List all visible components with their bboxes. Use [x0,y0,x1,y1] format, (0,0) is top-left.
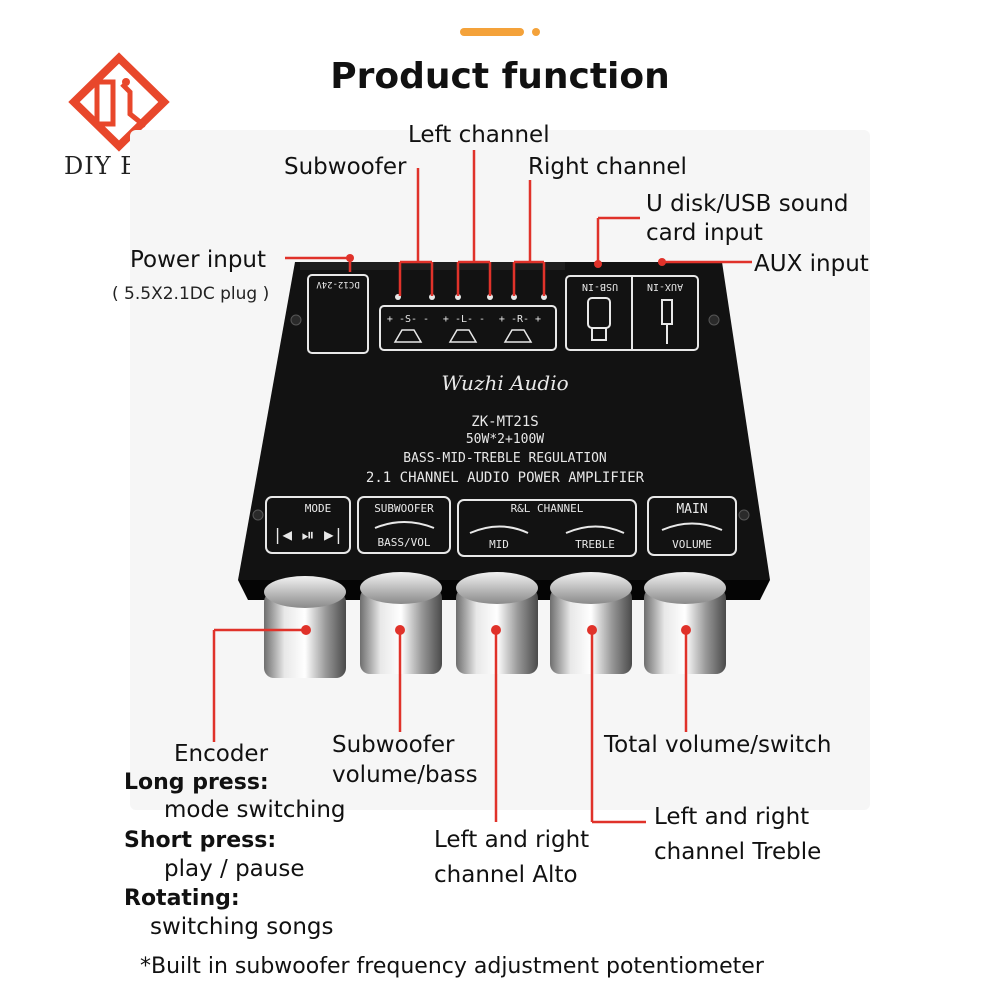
rotating-desc: switching songs [150,914,334,940]
label-left-channel: Left channel [408,122,550,148]
device-amp-desc: 2.1 CHANNEL AUDIO POWER AMPLIFIER [366,470,645,486]
label-subwoofer: Subwoofer [284,154,407,180]
label-alto-line2: channel Alto [434,862,578,888]
footnote: *Built in subwoofer frequency adjustment… [140,954,764,979]
device-power: 50W*2+100W [466,432,544,447]
device-model: ZK-MT21S [471,414,538,430]
label-usb-line2: card input [646,220,763,246]
main-label: MAIN [676,502,707,517]
mode-transport-icon: |◀ ⏯ ▶| [273,525,344,544]
label-encoder: Encoder [174,741,269,767]
page-title: Product function [330,56,670,97]
label-aux-input: AUX input [754,251,869,277]
label-power-input: Power input [130,247,267,273]
treble-label: TREBLE [575,538,615,551]
long-press-label: Long press: [124,770,269,795]
short-press-label: Short press: [124,828,277,853]
sub-terminal-label: + -S- - [387,314,429,325]
label-treble-line1: Left and right [654,804,810,830]
device-regulation: BASS-MID-TREBLE REGULATION [403,451,607,466]
subwoofer-panel-label: SUBWOOFER [374,502,434,515]
mid-label: MID [489,538,509,551]
header-decoration-bar [460,28,524,36]
header-decoration-dot [532,28,540,36]
label-power-plug: ( 5.5X2.1DC plug ) [112,284,270,304]
short-press-desc: play / pause [164,856,305,882]
label-sub-vol-line2: volume/bass [332,762,478,788]
diy-box-logo-icon [68,52,170,152]
label-treble-line2: channel Treble [654,839,822,865]
mode-label: MODE [305,502,332,515]
rotating-label: Rotating: [124,886,240,911]
aux-in-label: AUX-IN [647,281,683,292]
long-press-desc: mode switching [164,797,346,823]
label-alto-line1: Left and right [434,827,590,853]
right-terminal-label: + -R- + [499,314,541,325]
knob-encoder [264,576,346,678]
label-usb-line1: U disk/USB sound [646,191,849,217]
usb-in-label: USB-IN [582,281,618,292]
label-sub-vol-line1: Subwoofer [332,732,455,758]
dc-voltage-label: DC12-24V [316,279,360,289]
left-terminal-label: + -L- - [443,314,485,325]
volume-label: VOLUME [672,538,712,551]
device-brand-script: Wuzhi Audio [441,371,568,395]
label-right-channel: Right channel [528,154,687,180]
label-total-volume: Total volume/switch [604,732,832,758]
rl-channel-label: R&L CHANNEL [511,502,584,515]
bass-vol-label: BASS/VOL [378,536,431,549]
